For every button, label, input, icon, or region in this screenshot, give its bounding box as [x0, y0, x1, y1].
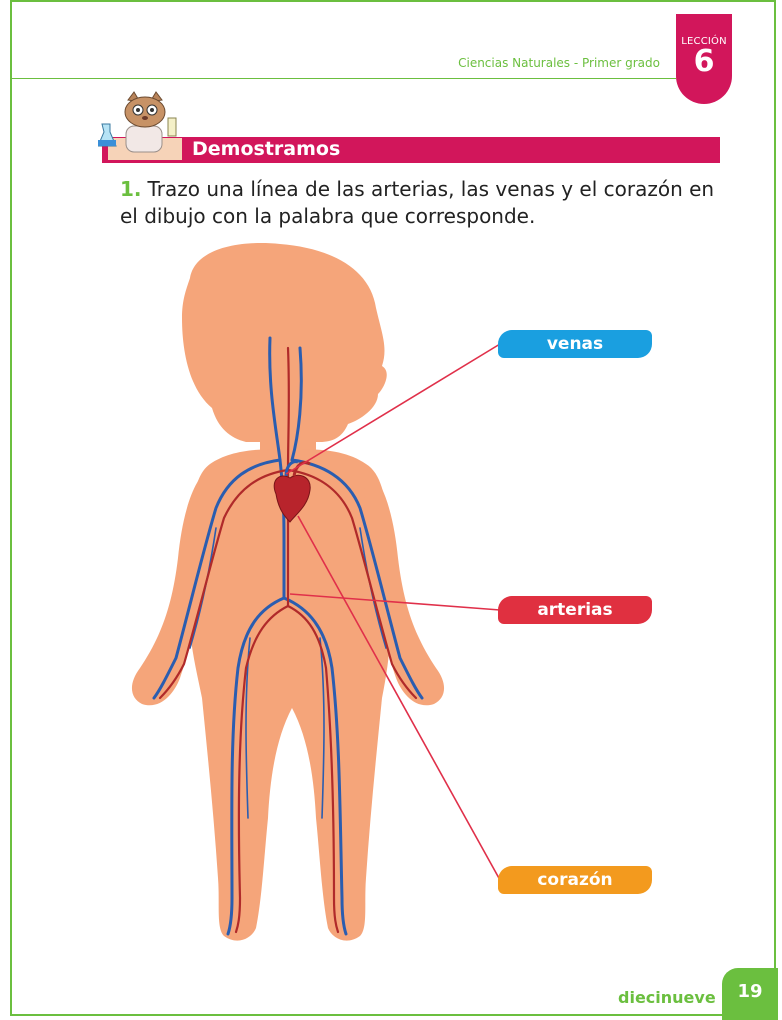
question-1: 1.Trazo una línea de las arterias, las v…	[120, 176, 720, 230]
page-number-tab: 19	[722, 968, 778, 1020]
label-venas: venas	[498, 330, 652, 358]
page-number-word: diecinueve	[618, 988, 716, 1007]
cat-scientist-mascot-icon	[98, 90, 188, 160]
child-circulatory-system-illustration	[120, 238, 520, 958]
label-arterias: arterias	[498, 596, 652, 624]
question-number: 1.	[120, 177, 142, 201]
question-text: Trazo una línea de las arterias, las ven…	[120, 177, 714, 228]
section-title: Demostramos	[192, 138, 340, 160]
header-rule	[10, 78, 676, 79]
subject-title: Ciencias Naturales - Primer grado	[458, 56, 660, 70]
lesson-tab: LECCIÓN 6	[676, 14, 732, 104]
page-number: 19	[737, 981, 762, 1002]
lesson-number: 6	[676, 47, 732, 77]
section-banner: Demostramos	[102, 137, 720, 163]
label-corazon: corazón	[498, 866, 652, 894]
